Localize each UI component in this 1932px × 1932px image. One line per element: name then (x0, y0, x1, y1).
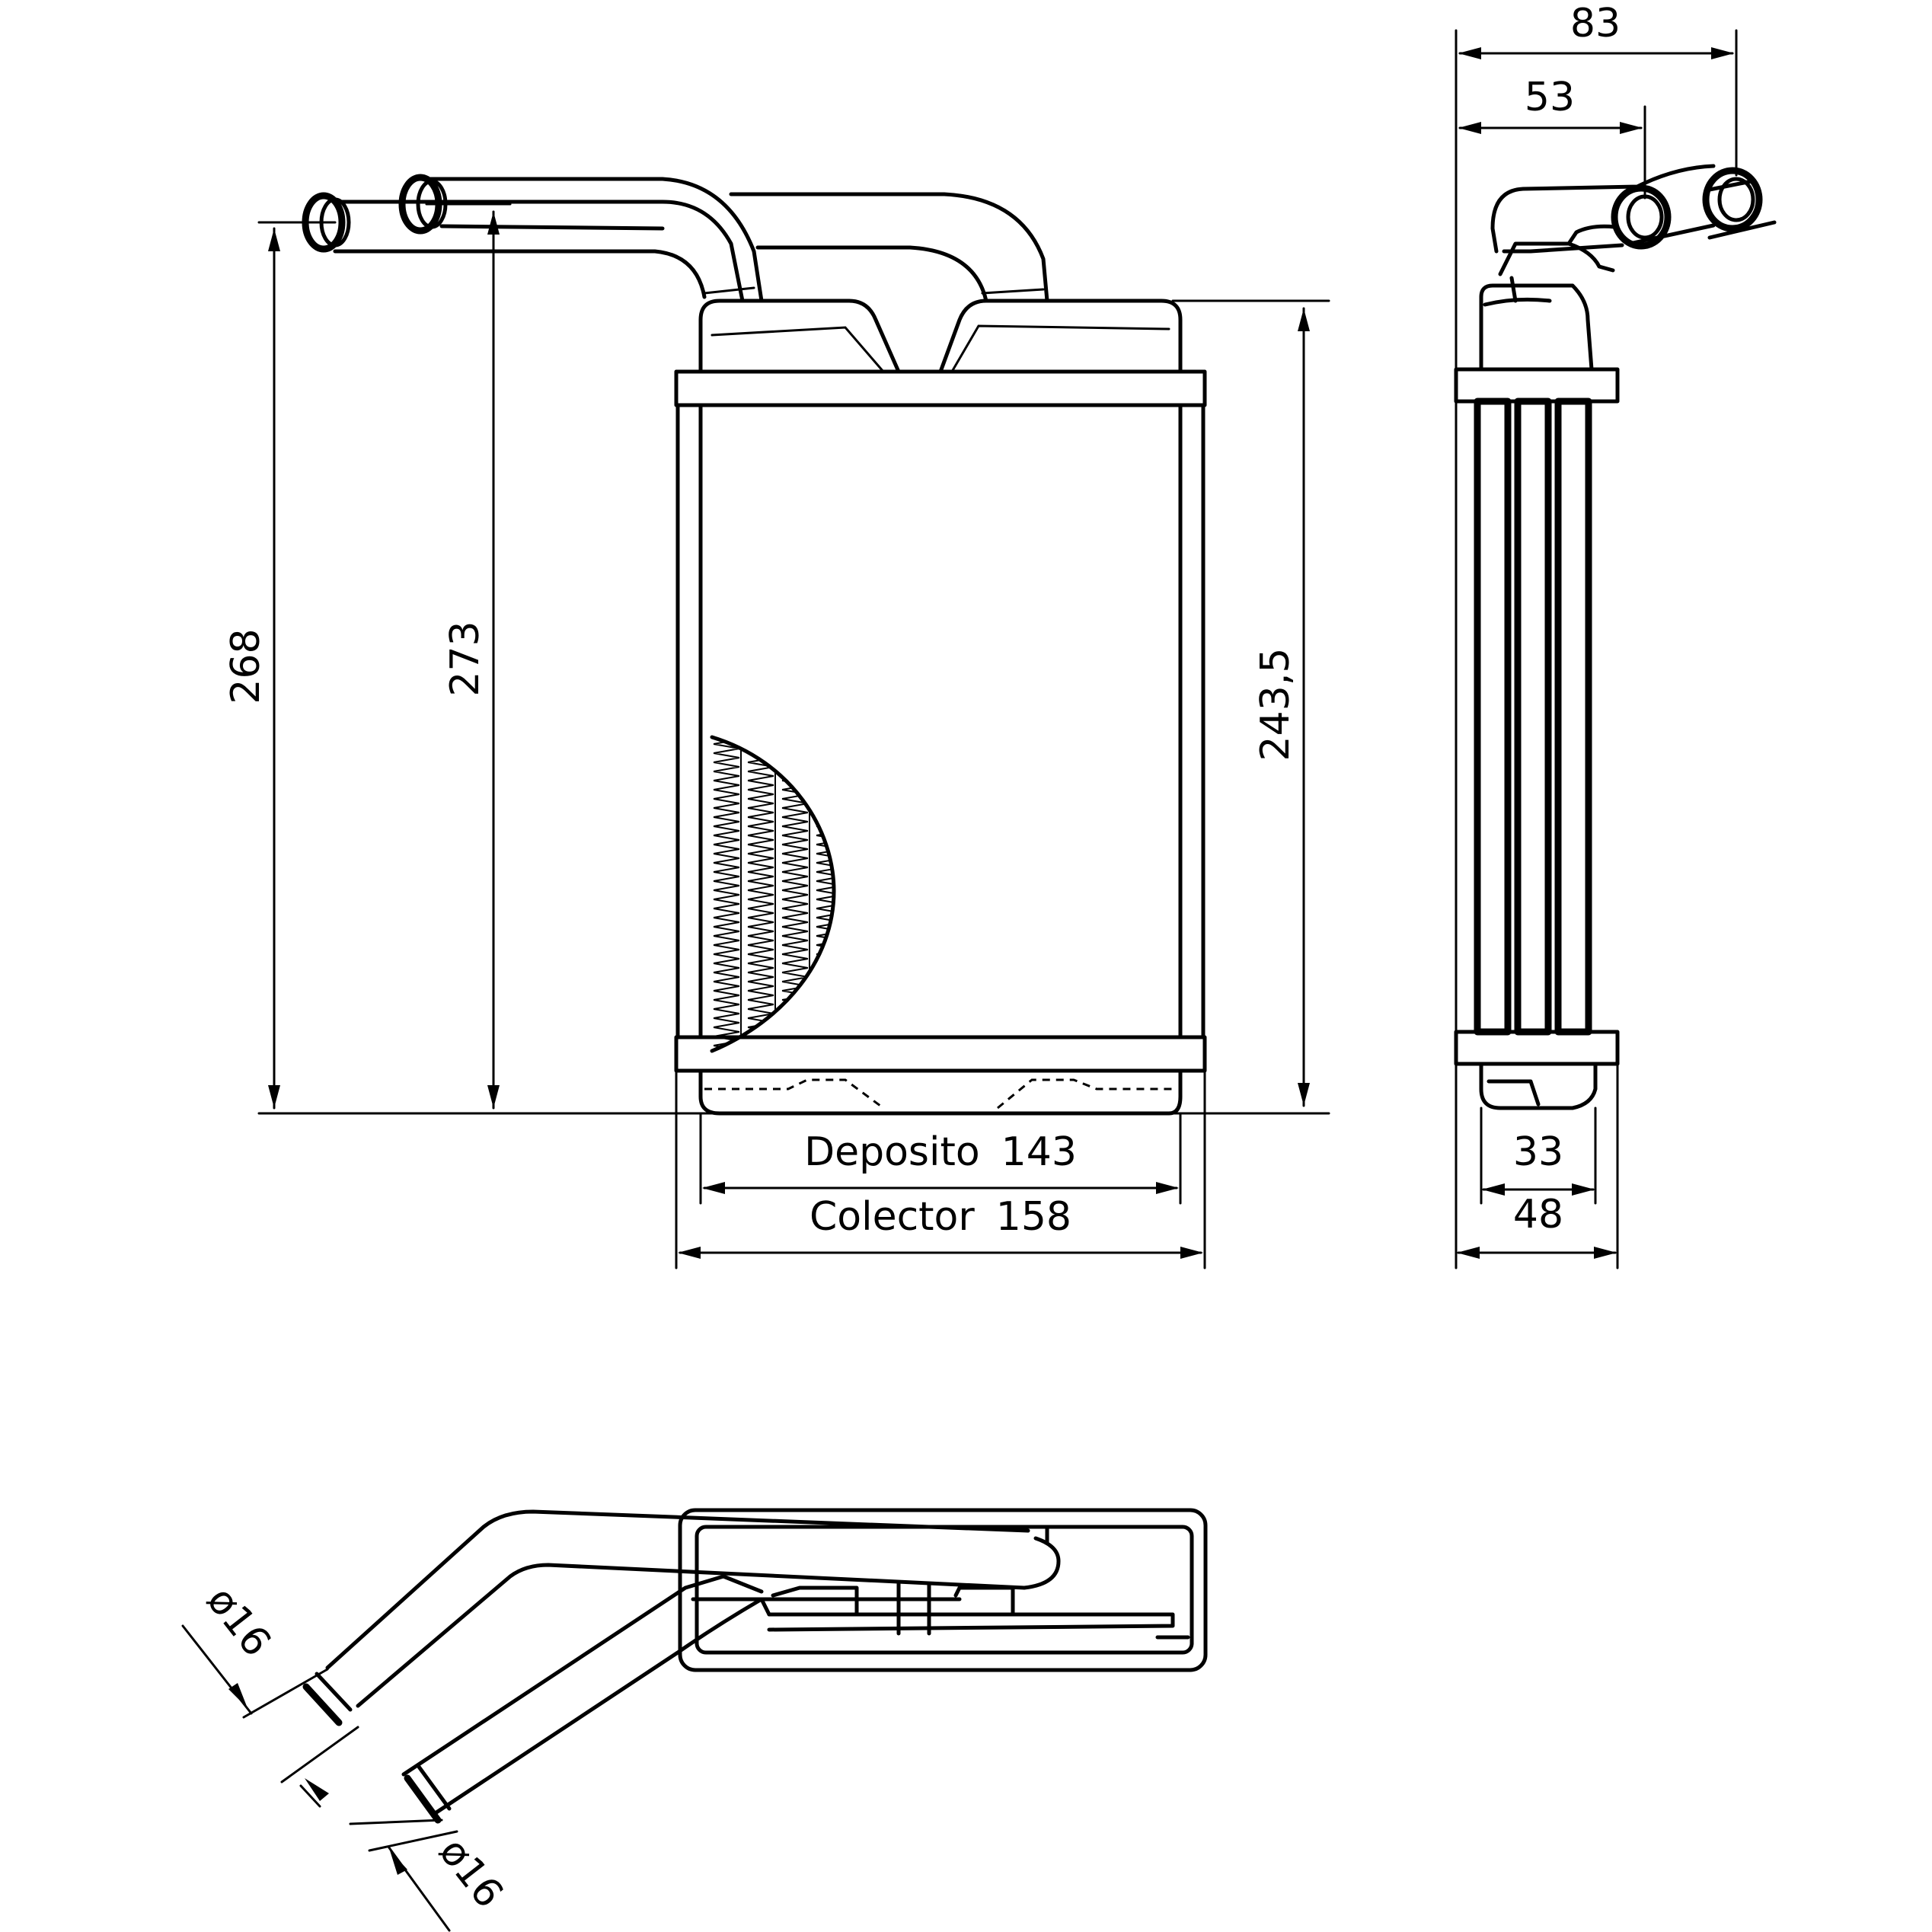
top-view-pipe-upper (325, 1509, 1030, 1670)
dim-colector-label: Colector (810, 1194, 975, 1240)
top-tank-left (698, 299, 901, 374)
front-dimensions: 268 273 243,5 Deposito 143 Colector 158 (223, 203, 1330, 1269)
front-view (302, 174, 1207, 1116)
top-view-header-inner (695, 1525, 1194, 1655)
side-tube-3 (1554, 398, 1592, 1036)
top-view-dimensions: ø16 ø16 (181, 1578, 513, 1932)
side-bottom-tank (1479, 1062, 1598, 1110)
dim-48: 48 (1513, 1192, 1563, 1237)
side-top-tank (1479, 283, 1594, 372)
dim-deposito-label: Deposito (804, 1129, 980, 1175)
bottom-header-plate (674, 1035, 1207, 1073)
side-pipe-end-2 (1702, 167, 1763, 232)
dim-268: 268 (223, 628, 269, 704)
dim-33: 33 (1513, 1129, 1563, 1175)
dim-dia-16-lower: ø16 (430, 1829, 513, 1916)
top-header-plate (674, 369, 1207, 407)
dim-143: 143 (1001, 1129, 1077, 1175)
top-view (302, 1508, 1208, 1824)
dim-83: 83 (1570, 1, 1621, 46)
left-side-plate (675, 403, 703, 1039)
dim-243-5: 243,5 (1253, 648, 1298, 762)
side-pipe-end-1 (1611, 184, 1672, 250)
dim-53: 53 (1525, 75, 1575, 120)
right-side-plate (1178, 403, 1206, 1039)
dim-273: 273 (442, 621, 488, 696)
side-tube-1 (1474, 398, 1512, 1036)
side-bottom-header (1454, 1030, 1620, 1066)
dim-dia-16-upper: ø16 (198, 1578, 280, 1665)
fin-corrugation (747, 737, 774, 1051)
bottom-tank (698, 1068, 1183, 1116)
side-dimensions: 83 53 33 48 (1455, 1, 1738, 1269)
top-tank-right (938, 299, 1183, 374)
fin-corrugation (816, 737, 834, 1051)
side-view (1454, 164, 1777, 1110)
fin-corrugation (713, 737, 740, 1051)
top-view-pipe-lower (401, 1574, 764, 1777)
side-top-header (1454, 367, 1620, 404)
side-tube-2 (1514, 398, 1552, 1036)
inlet-pipe-upper-edge (333, 200, 745, 303)
outlet-pipe-edge (729, 192, 1049, 303)
dim-158: 158 (996, 1194, 1071, 1240)
fin-cutaway-detail (710, 735, 836, 1053)
fin-corrugation (781, 737, 809, 1051)
